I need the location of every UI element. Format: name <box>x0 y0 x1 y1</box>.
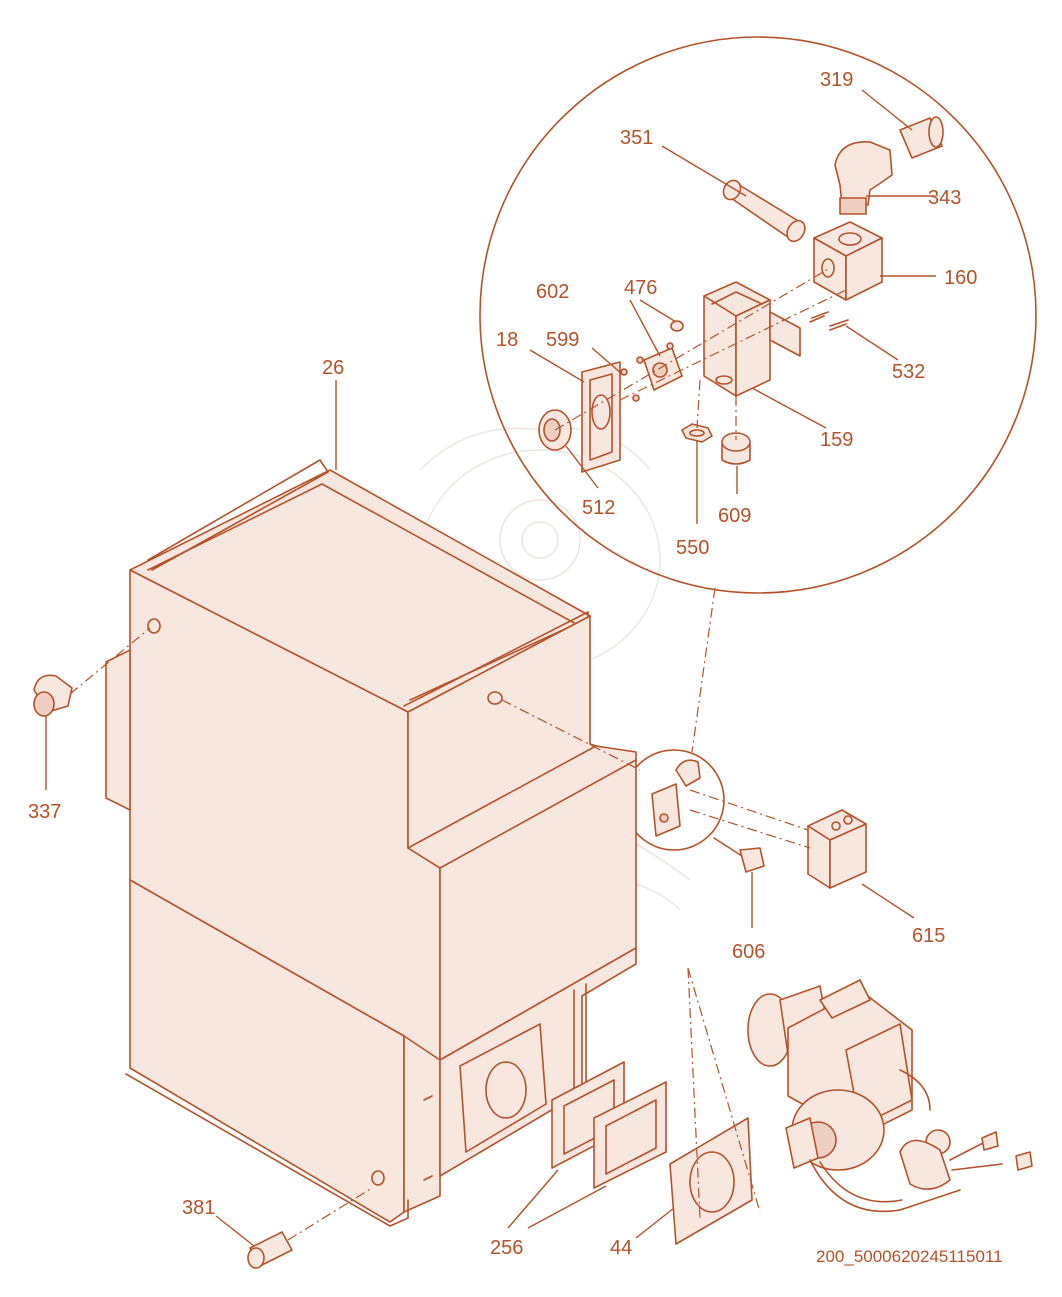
label-532: 532 <box>892 361 925 383</box>
label-609: 609 <box>718 505 751 527</box>
label-550: 550 <box>676 537 709 559</box>
part-343-elbow <box>834 141 893 215</box>
label-602: 602 <box>536 281 569 303</box>
label-615: 615 <box>912 925 945 947</box>
part-602-component <box>643 347 683 391</box>
burner-assembly <box>747 979 1033 1213</box>
part-609-cap <box>721 432 751 465</box>
label-26: 26 <box>322 357 344 379</box>
part-159-box <box>703 281 771 397</box>
part-337-elbow <box>33 674 73 717</box>
part-26-boiler-casing <box>105 459 637 1227</box>
part-160-block <box>813 221 883 301</box>
drawing-code: 200_5000620245115011 <box>816 1247 1003 1266</box>
label-599: 599 <box>546 329 579 351</box>
part-550-nut <box>681 423 713 443</box>
label-381: 381 <box>182 1197 215 1219</box>
label-337: 337 <box>28 801 61 823</box>
part-256-gaskets <box>551 1061 667 1189</box>
label-512: 512 <box>582 497 615 519</box>
label-44: 44 <box>610 1237 632 1259</box>
label-256: 256 <box>490 1237 523 1259</box>
part-351-sleeve <box>722 179 806 243</box>
flange-plate <box>459 1023 547 1153</box>
label-476: 476 <box>624 277 657 299</box>
part-18-plate <box>581 361 621 473</box>
part-44-plate <box>669 1117 753 1245</box>
label-606: 606 <box>732 941 765 963</box>
part-476-washer <box>620 320 684 402</box>
label-160: 160 <box>944 267 977 289</box>
part-532-bracket <box>769 311 849 357</box>
part-319-nipple <box>899 116 944 159</box>
label-351: 351 <box>620 127 653 149</box>
callout-detail-parts <box>651 759 701 837</box>
label-343: 343 <box>928 187 961 209</box>
label-319: 319 <box>820 69 853 91</box>
part-381-plug <box>247 1231 293 1269</box>
label-18: 18 <box>496 329 518 351</box>
label-159: 159 <box>820 429 853 451</box>
part-606-probe <box>713 837 765 873</box>
detail-circle <box>479 36 1037 594</box>
part-615-controller <box>807 809 867 889</box>
